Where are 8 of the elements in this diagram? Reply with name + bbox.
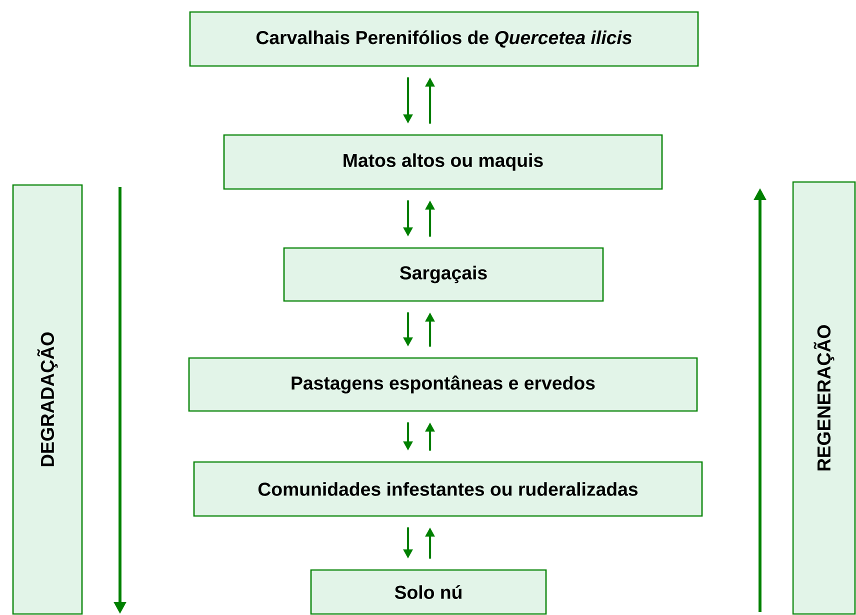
stage-box: Comunidades infestantes ou ruderalizadas xyxy=(193,461,703,517)
stage-box: Sargaçais xyxy=(283,247,604,302)
stage-box: Carvalhais Perenifólios de Quercetea ilicis xyxy=(189,11,699,67)
stage-band: REGENERAÇÃO xyxy=(792,181,856,615)
stage-band: DEGRADAÇÃO xyxy=(12,184,83,615)
stage-box: Matos altos ou maquis xyxy=(223,134,663,190)
stage-box: Pastagens espontâneas e ervedos xyxy=(188,357,698,412)
stage-box: Solo nú xyxy=(310,569,547,615)
